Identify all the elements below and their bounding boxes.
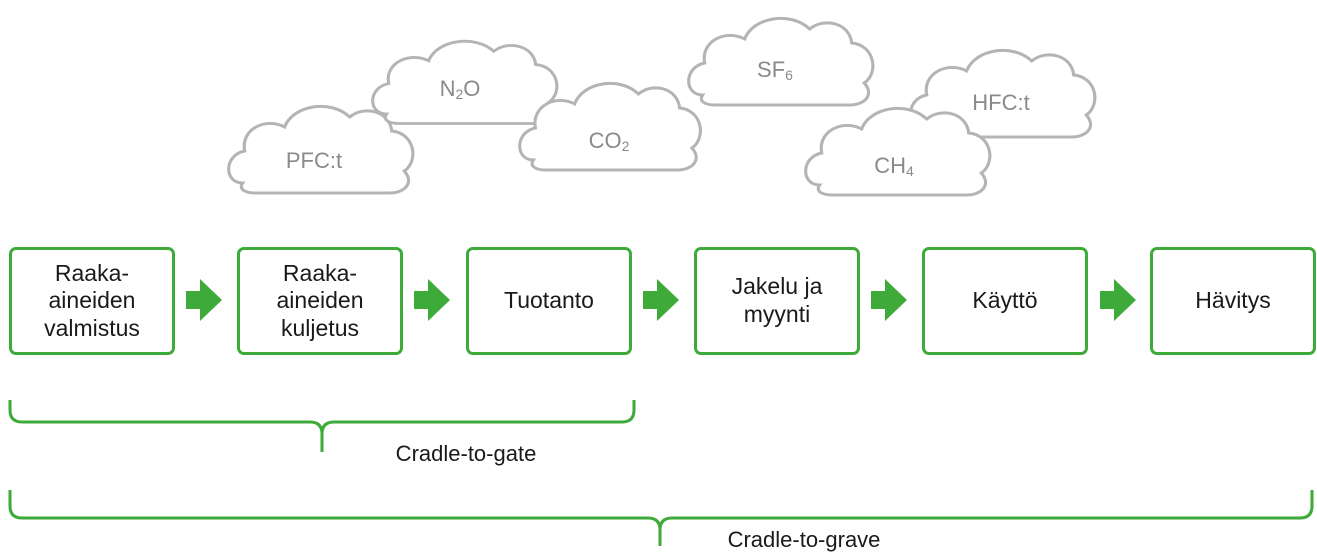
grave-bracket: [8, 490, 1314, 546]
n2o-label: N2O: [439, 76, 481, 102]
stage-label: Käyttö: [972, 287, 1038, 314]
stage-distribution: Jakelu ja myynti: [694, 247, 860, 355]
stage-raw-material-production: Raaka- aineiden valmistus: [9, 247, 175, 355]
stage-label: Hävitys: [1195, 287, 1271, 314]
stage-disposal: Hävitys: [1150, 247, 1316, 355]
pfc-label: PFC:t: [285, 148, 343, 173]
gate-label: Cradle-to-gate: [395, 441, 537, 466]
arrow-icon-1: [186, 279, 222, 321]
hfc-label: HFC:t: [972, 90, 1030, 115]
arrow-icon-4: [871, 279, 907, 321]
ch4-cloud: [804, 106, 992, 197]
arrow-icon-3: [643, 279, 679, 321]
stage-label: Raaka- aineiden valmistus: [44, 259, 140, 341]
grave-label: Cradle-to-grave: [727, 527, 881, 552]
stage-label: Tuotanto: [504, 287, 594, 314]
stage-use: Käyttö: [922, 247, 1088, 355]
stage-label: Jakelu ja myynti: [731, 273, 823, 327]
stage-production: Tuotanto: [466, 247, 632, 355]
stage-raw-material-transport: Raaka- aineiden kuljetus: [237, 247, 403, 355]
stage-label: Raaka- aineiden kuljetus: [276, 259, 364, 341]
arrow-icon-2: [414, 279, 450, 321]
sf6-label: SF6: [757, 57, 793, 83]
ch4-label: CH4: [874, 153, 914, 179]
gate-bracket: [8, 400, 636, 452]
arrow-icon-5: [1100, 279, 1136, 321]
co2-label: CO2: [588, 128, 630, 154]
